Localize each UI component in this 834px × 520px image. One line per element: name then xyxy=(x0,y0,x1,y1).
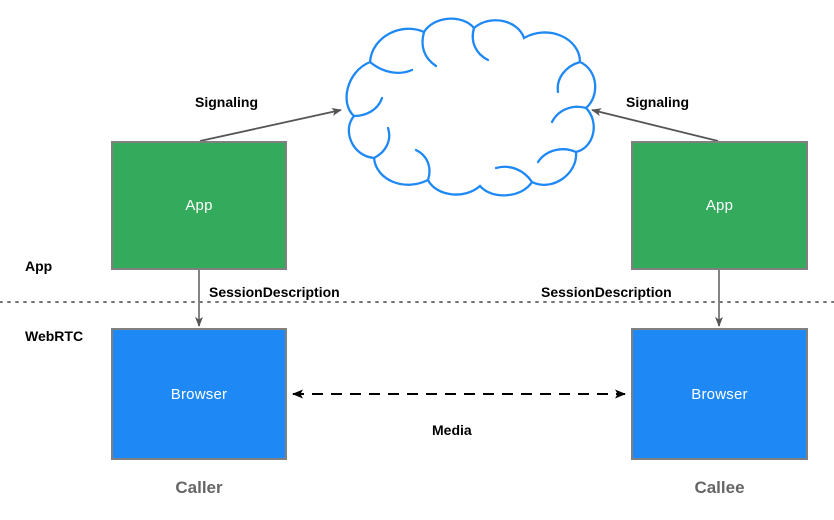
callee-browser-label: Browser xyxy=(691,385,748,403)
caller-browser-label: Browser xyxy=(170,385,228,403)
callee-app-box[interactable]: App xyxy=(631,141,808,270)
media-label: Media xyxy=(432,422,472,438)
webrtc-layer-label: WebRTC xyxy=(25,328,84,344)
caller-signaling-label: Signaling xyxy=(195,94,258,110)
callee-browser-box[interactable]: Browser xyxy=(631,328,808,460)
caller-browser-box[interactable]: Browser xyxy=(111,328,287,460)
caller-signaling-arrow xyxy=(199,108,342,142)
callee-app-label: App xyxy=(705,197,734,214)
callee-signaling-arrow xyxy=(591,108,719,142)
callee-sessiondescription-label: SessionDescription xyxy=(541,284,672,300)
callee-signaling-label: Signaling xyxy=(626,94,689,110)
signaling-cloud-icon xyxy=(345,17,597,197)
caller-sessiondescription-label: SessionDescription xyxy=(209,284,340,300)
caller-app-box[interactable]: App xyxy=(111,141,287,270)
caller-app-label: App xyxy=(185,197,213,214)
app-layer-label: App xyxy=(25,258,53,274)
caller-role-label: Caller xyxy=(175,478,223,497)
callee-role-label: Callee xyxy=(694,478,745,497)
